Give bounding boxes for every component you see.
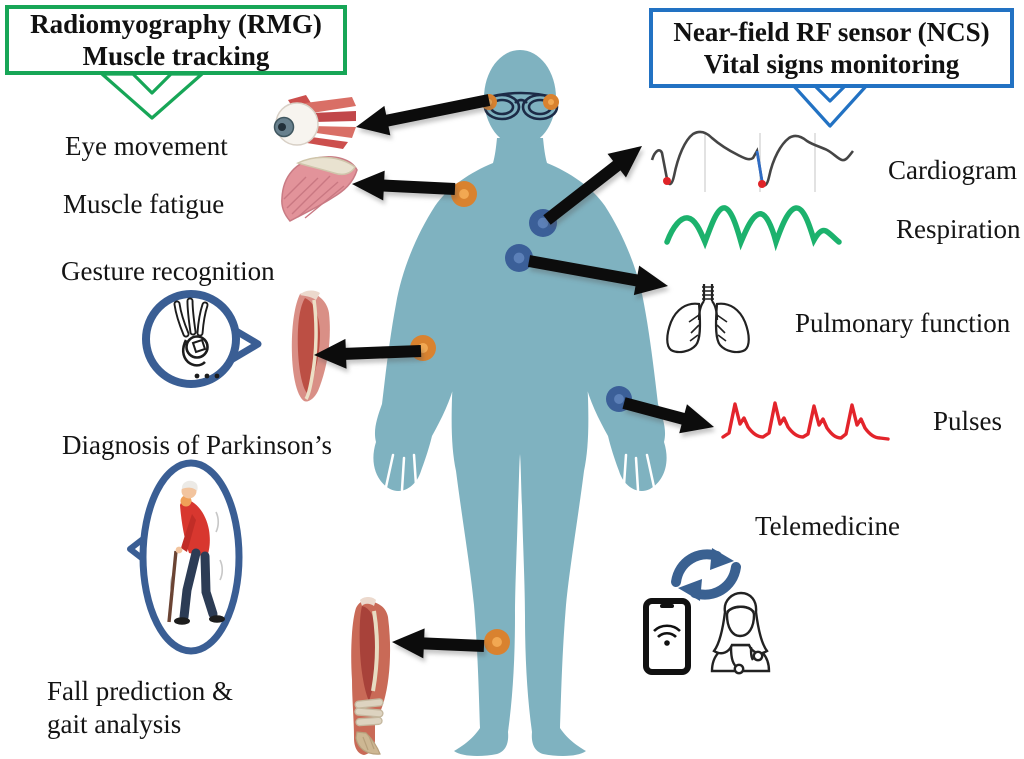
arrow-head — [352, 170, 385, 201]
ncs-title-box: Near-field RF sensor (NCS) Vital signs m… — [649, 8, 1014, 88]
ok-hand-bubble-icon — [142, 290, 262, 388]
sensor-dot-center — [547, 98, 555, 106]
label-cardiogram: Cardiogram — [888, 155, 1017, 185]
arrow-shaft — [379, 179, 456, 195]
lungs-icon — [666, 284, 750, 354]
arrow-head — [679, 404, 714, 434]
arrow-head — [633, 265, 668, 296]
arrow-shaft — [341, 345, 422, 360]
calf-muscle-icon — [351, 597, 391, 755]
arrow-shaft — [622, 397, 689, 426]
eye-anatomy-icon — [273, 95, 356, 149]
label-parkinsons: Diagnosis of Parkinson’s — [62, 430, 332, 460]
shoulder-muscle-icon — [281, 156, 358, 222]
arrow-head — [314, 338, 347, 369]
label-gesture-recognition: Gesture recognition — [61, 256, 275, 286]
sensor-dot-center — [614, 394, 624, 404]
respiration-waveform-icon — [664, 205, 842, 252]
label-fall-prediction-2: gait analysis — [47, 709, 182, 739]
label-fall-prediction-1: Fall prediction & — [47, 676, 233, 706]
sensor-dot-center — [513, 252, 525, 264]
label-respiration: Respiration — [896, 214, 1021, 244]
arrow-head — [392, 628, 425, 659]
label-muscle-fatigue: Muscle fatigue — [63, 189, 225, 219]
rmg-title-line1: Radiomyography (RMG) — [30, 9, 322, 39]
arrow-shaft — [543, 158, 624, 225]
ncs-title-line2: Vital signs monitoring — [703, 49, 960, 79]
sensor-dot-center — [459, 189, 469, 199]
pulse-waveform-icon — [721, 401, 890, 441]
hand-finger-lines — [384, 453, 656, 492]
cardiogram-waveform-icon — [650, 130, 855, 192]
sync-arrows-icon — [671, 548, 741, 601]
rmg-down-arrow — [100, 72, 204, 120]
body-silhouette — [373, 50, 667, 756]
arrow-shaft — [419, 637, 485, 652]
label-pulses: Pulses — [933, 406, 1003, 436]
annotation-arrows — [314, 94, 714, 659]
sensor-dot-center — [537, 217, 549, 229]
rmg-title-line2: Muscle tracking — [82, 41, 270, 71]
arrow-head — [607, 146, 642, 178]
ncs-title-line1: Near-field RF sensor (NCS) — [673, 17, 990, 47]
forearm-muscle-icon — [291, 290, 330, 402]
label-telemedicine: Telemedicine — [755, 511, 901, 541]
ok-hand-glyph — [173, 297, 220, 379]
rmg-title-box: Radiomyography (RMG) Muscle tracking — [5, 5, 347, 75]
label-eye-movement: Eye movement — [65, 131, 228, 161]
sensor-dot-center — [492, 637, 502, 647]
arrow-shaft — [527, 255, 642, 287]
label-pulmonary-function: Pulmonary function — [795, 308, 1011, 338]
arrow-head — [356, 105, 391, 136]
parkinsons-figure-icon — [127, 459, 243, 655]
smartphone-wifi-icon — [643, 598, 691, 675]
doctor-icon — [710, 591, 771, 675]
arrow-shaft — [382, 94, 491, 128]
ncs-down-arrow — [790, 82, 870, 128]
